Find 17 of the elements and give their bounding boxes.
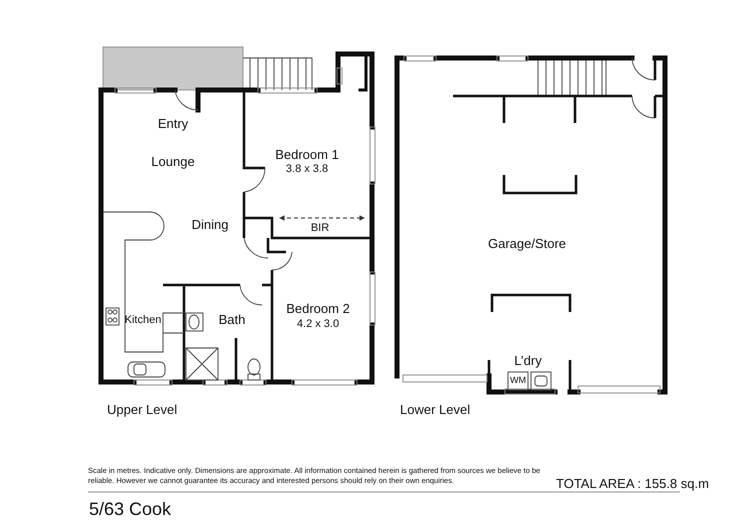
plan-level-label: Lower Level bbox=[400, 403, 470, 418]
plan-level-label: Upper Level bbox=[107, 403, 178, 418]
room-label: Dining bbox=[192, 218, 228, 232]
room-label: L’dry bbox=[514, 354, 542, 368]
room-dimension: 3.8 x 3.8 bbox=[286, 162, 328, 176]
room-label: BIR bbox=[310, 222, 330, 234]
room-label: Lounge bbox=[151, 154, 195, 170]
fixture-label: WM bbox=[510, 376, 526, 386]
room-label: Garage/Store bbox=[488, 236, 566, 252]
room-dimension: 4.2 x 3.0 bbox=[296, 318, 340, 330]
room-label: Bedroom 2 bbox=[286, 302, 350, 316]
room-label: Entry bbox=[158, 116, 188, 132]
room-label: Bedroom 1 bbox=[275, 148, 339, 162]
total-area-label: TOTAL AREA : 155.8 sq.m bbox=[556, 477, 709, 492]
address-label: 5/63 Cook bbox=[89, 500, 172, 520]
room-label: Kitchen bbox=[124, 314, 162, 326]
room-label: Bath bbox=[218, 312, 246, 328]
